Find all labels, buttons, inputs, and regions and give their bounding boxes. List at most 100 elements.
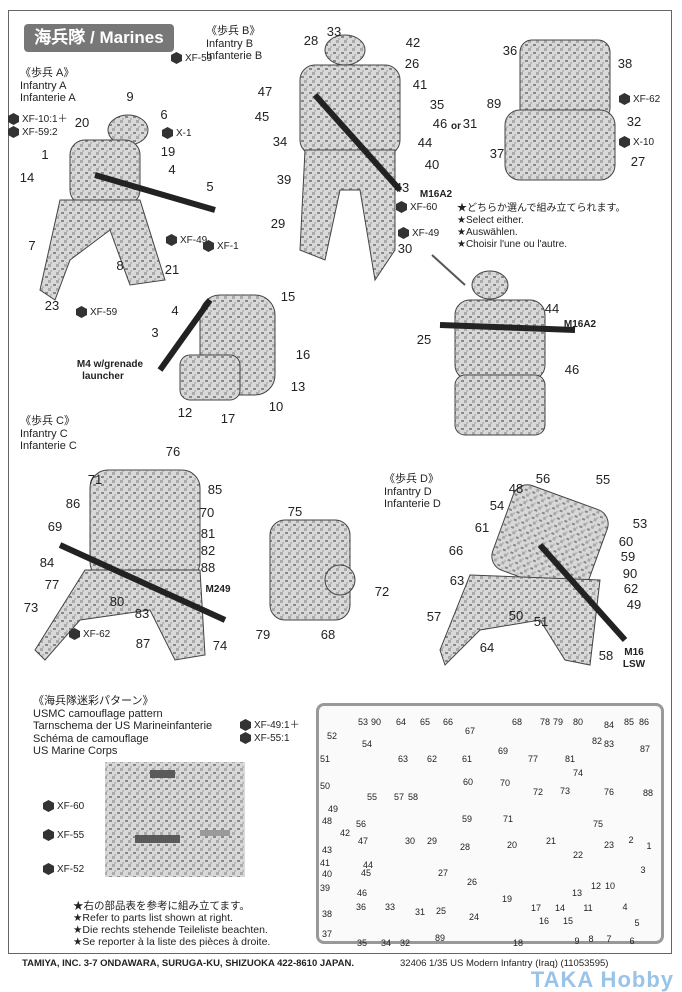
paint-hexagon-icon	[8, 126, 19, 138]
sprue-part-number: 59	[461, 814, 473, 824]
part-callout: 4	[168, 162, 176, 177]
part-callout: 29	[270, 216, 286, 231]
sprue-part-number: 40	[321, 869, 333, 879]
part-callout: 3	[151, 325, 159, 340]
part-callout: 23	[44, 298, 60, 313]
part-callout: 84	[39, 555, 55, 570]
header-line: Schéma de camouflage	[33, 732, 149, 745]
infantry-a-figure	[39, 114, 216, 301]
part-callout: M16	[624, 647, 644, 658]
part-callout: 14	[19, 170, 35, 185]
part-callout: 76	[165, 444, 181, 459]
header-jp: 《歩兵 B》	[206, 25, 261, 37]
paint-code-label: XF-55	[57, 830, 85, 841]
header-en: Infantry D	[384, 485, 432, 498]
part-callout: 42	[405, 35, 421, 50]
sprue-part-number: 30	[404, 836, 416, 846]
header-en: Infantry C	[20, 427, 68, 440]
footer-product: 32406 1/35 US Modern Infantry (Iraq) (11…	[400, 958, 609, 969]
paint-code-label: XF-60	[57, 801, 85, 812]
sprue-part-number: 67	[464, 726, 476, 736]
sprue-part-number: 4	[622, 902, 628, 912]
part-callout: 81	[200, 526, 216, 541]
infantry-b-figure	[299, 34, 403, 282]
part-callout: 45	[254, 109, 270, 124]
sprue-part-number: 76	[603, 787, 615, 797]
sprue-part-number: 81	[564, 754, 576, 764]
part-callout: 46	[564, 362, 580, 377]
sprue-part-number: 15	[562, 916, 574, 926]
paint-hexagon-icon	[396, 201, 407, 213]
sprue-part-number: 65	[419, 717, 431, 727]
sprue-part-number: 28	[459, 842, 471, 852]
sprue-part-number: 88	[642, 788, 654, 798]
sprue-part-number: 85	[623, 717, 635, 727]
paint-code-label: XF-59	[90, 307, 118, 318]
part-callout: 36	[502, 43, 518, 58]
header-en: Infantry B	[206, 37, 254, 50]
paint-code-label: XF-10:1＋	[22, 114, 68, 125]
sprue-part-number: 7	[606, 934, 612, 944]
note-line: ★Refer to parts list shown at right.	[73, 912, 233, 924]
sprue-part-number: 49	[327, 804, 339, 814]
part-callout: 59	[620, 549, 636, 564]
paint-code-label: XF-1	[217, 241, 239, 252]
sprue-part-number: 74	[572, 768, 584, 778]
paint-code-label: XF-55:1	[254, 733, 290, 744]
part-callout: 4	[171, 303, 179, 318]
paint-code-label: XF-49	[412, 228, 440, 239]
sprue-part-number: 36	[355, 902, 367, 912]
sprue-part-number: 90	[370, 717, 382, 727]
sprue-part-number: 82	[591, 736, 603, 746]
part-callout: 75	[287, 504, 303, 519]
sprue-part-number: 55	[366, 792, 378, 802]
sprue-part-number: 25	[435, 906, 447, 916]
backpack-b-figure	[504, 39, 616, 181]
sprue-part-number: 6	[629, 936, 635, 946]
sprue-part-number: 23	[603, 840, 615, 850]
part-callout: 8	[116, 258, 124, 273]
part-callout: 64	[479, 640, 495, 655]
part-callout: 12	[177, 405, 193, 420]
paint-code-label: XF-62	[633, 94, 661, 105]
part-callout: 83	[134, 606, 150, 621]
parts-sprue	[316, 703, 664, 944]
header-fr: Infanterie B	[206, 50, 263, 62]
header-fr: Infanterie D	[384, 498, 441, 510]
paint-hexagon-icon	[166, 234, 177, 246]
sprue-part-number: 46	[356, 888, 368, 898]
part-callout: 49	[626, 597, 642, 612]
part-callout: 71	[87, 472, 103, 487]
paint-hexagon-icon	[162, 127, 173, 139]
part-callout: 21	[164, 262, 180, 277]
sprue-part-number: 37	[321, 929, 333, 939]
part-callout: 57	[426, 609, 442, 624]
part-callout: 68	[320, 627, 336, 642]
part-callout: 79	[255, 627, 271, 642]
sprue-part-number: 68	[511, 717, 523, 727]
sprue-part-number: 78	[539, 717, 551, 727]
part-callout: 47	[257, 84, 273, 99]
sprue-part-number: 52	[326, 731, 338, 741]
sprue-part-number: 72	[532, 787, 544, 797]
part-callout: 1	[41, 147, 49, 162]
part-callout: 46	[432, 116, 448, 131]
header-jp: 《海兵隊迷彩パターン》	[33, 695, 154, 707]
header-line: Tarnschema der US Marineinfanterie	[33, 720, 213, 732]
sprue-part-number: 62	[426, 754, 438, 764]
page-frame	[8, 10, 672, 954]
part-callout: 58	[598, 648, 614, 663]
part-callout: 90	[622, 566, 638, 581]
sprue-part-number: 57	[393, 792, 405, 802]
paint-hexagon-icon	[619, 93, 630, 105]
part-callout: 82	[200, 543, 216, 558]
sprue-part-number: 18	[512, 938, 524, 948]
paint-code-label: X-1	[176, 128, 192, 139]
part-callout: 69	[47, 519, 63, 534]
sprue-part-number: 69	[497, 746, 509, 756]
part-callout: 26	[404, 56, 420, 71]
